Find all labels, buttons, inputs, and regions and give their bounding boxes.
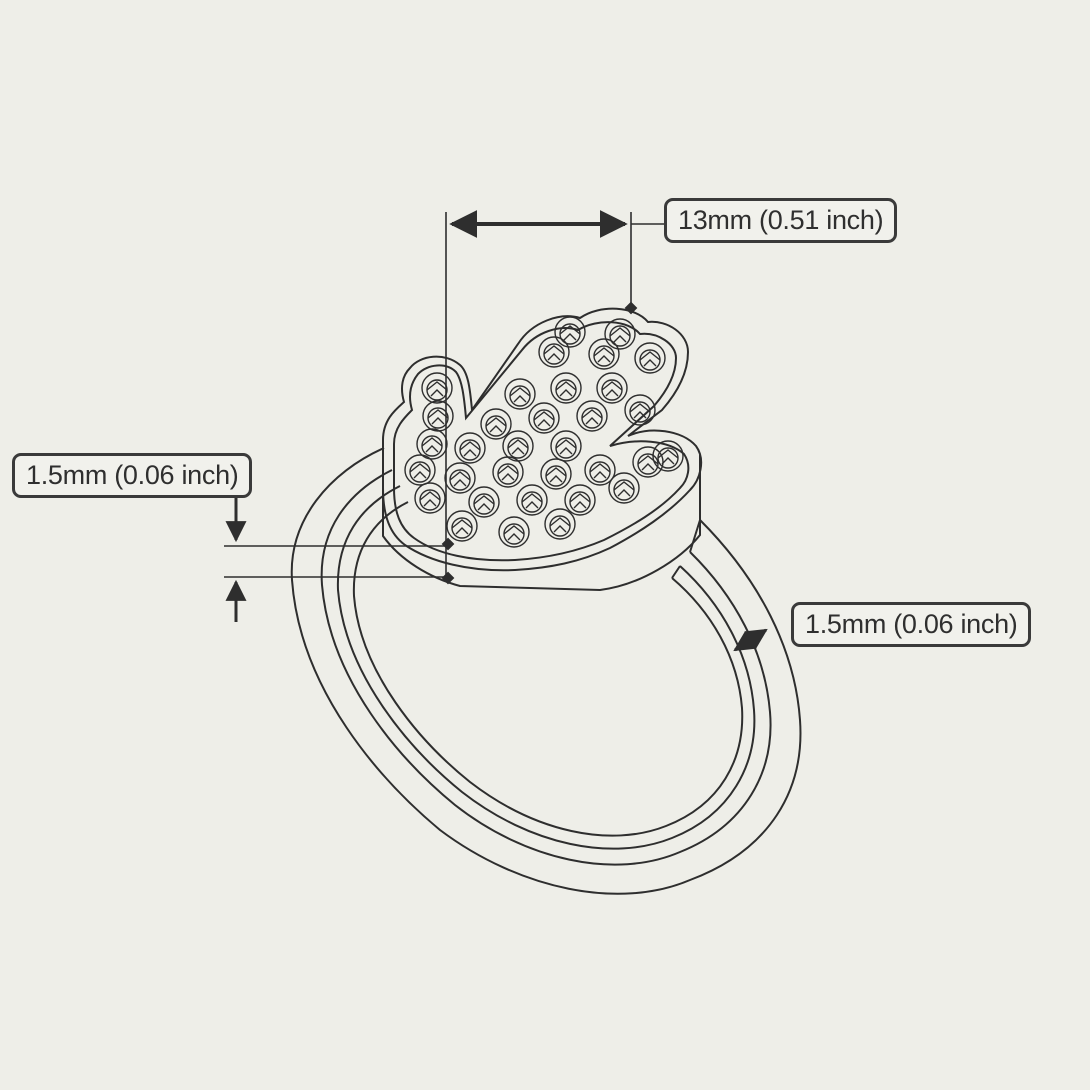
gem-icon [545, 467, 567, 483]
gem-icon [419, 491, 441, 507]
dimension-height [224, 498, 455, 622]
gem-icon [564, 484, 596, 516]
gem-icon [569, 493, 591, 509]
gem-icon [449, 471, 471, 487]
gem-icon [444, 462, 476, 494]
dimension-band [733, 628, 768, 652]
gem-icon [498, 516, 530, 548]
gem-icon [507, 439, 529, 455]
gem-icon [533, 411, 555, 427]
gem-icon [613, 481, 635, 497]
gem-icon [497, 465, 519, 481]
gem-icon [596, 372, 628, 404]
gem-icon [446, 510, 478, 542]
gem-icon [634, 342, 666, 374]
gem-icon [492, 456, 524, 488]
band-width-dimension-label: 1.5mm (0.06 inch) [791, 602, 1032, 647]
gem-icon [480, 408, 512, 440]
gem-icon [581, 409, 603, 425]
gem-icon [451, 519, 473, 535]
gem-icon [632, 446, 664, 478]
gem-icon [504, 378, 536, 410]
gem-icon [421, 437, 443, 453]
gem-icon [588, 338, 620, 370]
gem-icon [639, 351, 661, 367]
dimension-width [445, 210, 664, 580]
width-dimension-label: 13mm (0.51 inch) [664, 198, 898, 243]
gem-icon [559, 325, 581, 341]
gem-icon [409, 463, 431, 479]
gem-icon [404, 454, 436, 486]
gem-icon [554, 316, 586, 348]
gem-icon [503, 525, 525, 541]
gem-icon [404, 316, 684, 548]
gem-icon [459, 441, 481, 457]
gem-icon [544, 508, 576, 540]
dimension-arrow-icon [733, 628, 768, 652]
gem-icon [468, 486, 500, 518]
gem-icon [550, 430, 582, 462]
gem-icon [593, 347, 615, 363]
gem-icon [416, 428, 448, 460]
gem-icon [528, 402, 560, 434]
gem-icon [604, 318, 636, 350]
gem-icon [421, 372, 453, 404]
gem-icon [608, 472, 640, 504]
gem-icon [609, 327, 631, 343]
gem-icon [414, 482, 446, 514]
gem-icon [555, 381, 577, 397]
gem-icon [485, 417, 507, 433]
gem-icon [624, 394, 656, 426]
gem-icon [422, 400, 454, 432]
gem-icon [589, 463, 611, 479]
gem-icon [584, 454, 616, 486]
gem-icon [550, 372, 582, 404]
gem-icon [657, 449, 679, 465]
gem-icon [509, 387, 531, 403]
gem-icon [538, 336, 570, 368]
height-dimension-label: 1.5mm (0.06 inch) [12, 453, 253, 498]
gem-icon [652, 440, 684, 472]
gem-icon [555, 439, 577, 455]
gem-icon [549, 517, 571, 533]
gem-icon [473, 495, 495, 511]
gem-icon [540, 458, 572, 490]
hamsa-top [382, 307, 703, 592]
gem-icon [454, 432, 486, 464]
gem-icon [516, 484, 548, 516]
ring-band [290, 447, 802, 895]
gem-icon [427, 409, 449, 425]
gem-icon [543, 345, 565, 361]
gem-icon [521, 493, 543, 509]
gem-icon [601, 381, 623, 397]
gem-icon [576, 400, 608, 432]
gem-icon [426, 381, 448, 397]
gem-icon [629, 403, 651, 419]
